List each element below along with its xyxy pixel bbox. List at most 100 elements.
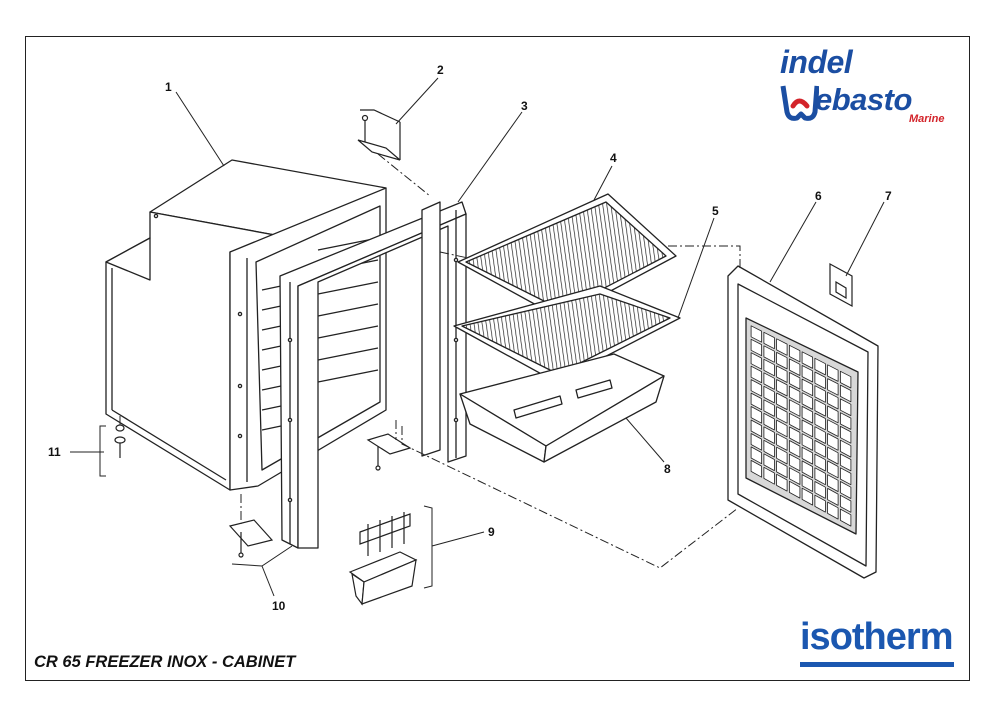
door-grid-cell (763, 439, 775, 458)
callout-6: 6 (815, 189, 822, 203)
door-grid-cell (789, 426, 801, 445)
door-grid-cell (750, 446, 762, 465)
door-grid-cell (801, 419, 813, 438)
door-grid-cell (789, 480, 801, 499)
door-grid-cell (827, 460, 839, 479)
door-grid-cell (789, 467, 801, 485)
callout-1: 1 (165, 80, 172, 94)
door-grid-cell (801, 433, 813, 451)
door-grid-cell (827, 364, 839, 382)
door-grid-cell (750, 325, 762, 343)
door-grid-cell (776, 460, 788, 479)
door-grid-cell (750, 406, 762, 424)
door-grid-cell (827, 405, 839, 424)
door-grid-cell (827, 487, 839, 506)
door-grid-cell (789, 399, 801, 417)
door-grid-cell (840, 439, 852, 458)
callout-8: 8 (664, 462, 671, 476)
door-grid-cell (763, 358, 775, 377)
door-grid-cell (776, 392, 788, 411)
webasto-logo: ebasto (779, 80, 954, 126)
door-grid-cell (750, 392, 762, 411)
door-grid-cell (814, 494, 826, 513)
webasto-w-mark (780, 85, 819, 121)
callout-10: 10 (272, 599, 286, 613)
door-grid-cell (840, 453, 852, 472)
door-grid-cell (750, 459, 762, 478)
top-hinge (357, 109, 401, 161)
door-grid-cell (827, 419, 839, 437)
door-grid-cell (763, 372, 775, 390)
door-grid-cell (763, 385, 775, 404)
door-grid-cell (789, 440, 801, 458)
door-grid-cell (750, 379, 762, 397)
door-grid-cell (840, 508, 852, 527)
wire-shelf-lower (453, 285, 681, 383)
door-grid-cell (789, 385, 801, 404)
door-grid-cell (801, 365, 813, 383)
callout-9: 9 (488, 525, 495, 539)
door-grid-cell (814, 481, 826, 499)
door-grid-cell (750, 352, 762, 370)
door-grid-cell (801, 405, 813, 424)
door-grid-cell (801, 378, 813, 397)
callout-11: 11 (48, 445, 61, 459)
door-grid-cell (840, 370, 852, 389)
front-trim-frame (279, 201, 467, 549)
door-grid-cell (776, 406, 788, 424)
door-grid-cell (840, 425, 852, 444)
door-grid-cell (840, 467, 852, 486)
door-grid-cell (776, 446, 788, 465)
door-grid-cell (750, 433, 762, 451)
door-grid-cell (827, 501, 839, 520)
door-grid-cell (827, 446, 839, 465)
door-grid-cell (801, 351, 813, 369)
door-grid-cell (763, 426, 775, 444)
door-grid-cell (776, 338, 788, 356)
door-grid-cell (776, 379, 788, 397)
door-grid-cell (789, 372, 801, 390)
door-panel-grid (750, 325, 852, 527)
ice-cube-divider (359, 512, 411, 556)
door-grid-cell (827, 391, 839, 410)
freezer-tray (459, 353, 665, 463)
door-grid-cell (827, 433, 839, 451)
isotherm-logo: isotherm (800, 616, 953, 658)
wire-shelf-upper (457, 193, 677, 319)
door-grid-cell (840, 384, 852, 403)
door-grid-cell (789, 344, 801, 363)
door-grid-cell (750, 365, 762, 384)
door-grid-cell (750, 338, 762, 357)
door-grid-cell (814, 371, 826, 390)
drawing-frame (25, 36, 970, 681)
assembly-lines (119, 153, 741, 569)
door-grid-cell (840, 494, 852, 513)
callout-5: 5 (712, 204, 719, 218)
door-grid-cell (789, 453, 801, 472)
door-grid-cell (763, 345, 775, 363)
door-grid-cell (827, 474, 839, 493)
door-grid-cell (789, 358, 801, 376)
door-grid-cell (789, 412, 801, 431)
middle-hinge (366, 433, 412, 471)
door-grid-cell (814, 357, 826, 376)
door-grid-cell (763, 453, 775, 472)
door-grid-cell (801, 392, 813, 410)
door-grid-cell (801, 474, 813, 492)
bottom-hinge (228, 519, 274, 558)
ice-tray (348, 551, 418, 606)
callout-7: 7 (885, 189, 892, 203)
door-grid-cell (763, 399, 775, 417)
callout-4: 4 (610, 151, 617, 165)
cabinet-body (105, 159, 387, 491)
door-grid-cell (801, 460, 813, 479)
door-grid-cell (840, 398, 852, 417)
door-grid-cell (776, 433, 788, 451)
door-grid-cell (814, 412, 826, 431)
door-grid-cell (801, 446, 813, 465)
foot-screw (114, 424, 126, 458)
door-grid-cell (814, 453, 826, 472)
door-grid-cell (814, 439, 826, 458)
door-grid-cell (840, 412, 852, 430)
